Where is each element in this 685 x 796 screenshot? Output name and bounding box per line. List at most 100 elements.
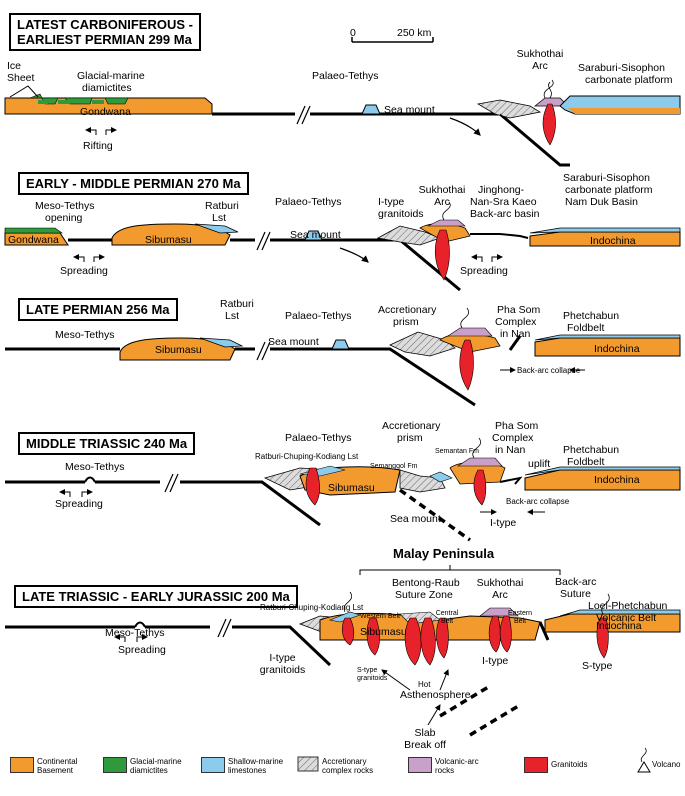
legend-label-continental-1: Continental — [37, 757, 78, 766]
panel-1-title-line-2: EARLIEST PERMIAN 299 Ma — [17, 32, 192, 47]
uplift-label: uplift — [528, 458, 551, 470]
panel-270-ma — [4, 201, 681, 292]
itype-left-label-b: granitoids — [259, 664, 306, 676]
palaeo-tethys-label-3: Palaeo-Tethys — [285, 310, 352, 322]
legend-label-volcanic-1: Volcanic-arc — [435, 757, 479, 766]
accretionary-label-3a: Accretionary — [378, 304, 437, 316]
glacial-label-2: diamictites — [82, 82, 132, 94]
palaeo-tethys-label-2: Palaeo-Tethys — [275, 196, 342, 208]
legend-label-continental-2: Basement — [37, 766, 74, 775]
legend-swatch-granitoids — [524, 757, 548, 773]
legend-label-shallow-1: Shallow-marine — [228, 757, 284, 766]
legend-accretionary: Accretionary complex rocks — [322, 757, 373, 775]
indochina-label-4: Indochina — [594, 474, 640, 486]
sibumasu-label-3: Sibumasu — [155, 344, 202, 356]
nam-duk-label: Nam Duk Basin — [565, 196, 638, 208]
phetchabun-label-4b: Foldbelt — [567, 456, 605, 468]
legend-volcano: Volcano — [652, 760, 680, 769]
phasom-label-3b: Complex — [495, 316, 537, 328]
sukhothai-label-2a: Sukhothai — [418, 184, 466, 196]
eastern-belt-label-a: Eastern — [507, 610, 533, 617]
meso-tethys-label-5: Meso-Tethys — [105, 627, 165, 639]
ratburi-label-3a: Ratburi — [220, 298, 254, 310]
ratburi-label-2a: Ratburi — [205, 200, 239, 212]
meso-tethys-label-3: Meso-Tethys — [55, 329, 115, 341]
legend-label-granitoids: Granitoids — [551, 760, 588, 769]
accretionary-label-4a: Accretionary — [382, 420, 441, 432]
glacial-label-1: Glacial-marine — [77, 70, 145, 82]
slab-label-a: Slab — [414, 727, 436, 739]
rifting-label: Rifting — [83, 140, 113, 152]
saraburi-label-1a: Saraburi-Sisophon — [578, 62, 665, 74]
jinghong-label-2a: Jinghong- — [478, 184, 525, 196]
meso-tethys-label-2a: Meso-Tethys — [35, 200, 95, 212]
spreading-right-label-2: Spreading — [460, 265, 508, 277]
panel-5-title: LATE TRIASSIC - EARLY JURASSIC 200 Ma — [14, 585, 298, 608]
panel-240-ma — [5, 437, 681, 542]
hot-asthenosphere-label-b: Asthenosphere — [400, 689, 471, 701]
meso-tethys-label-2b: opening — [45, 212, 83, 224]
ice-sheet-label-2: Sheet — [7, 72, 35, 84]
jinghong-label-2c: Back-arc basin — [470, 208, 540, 220]
slab-label-b: Break off — [404, 739, 446, 751]
saraburi-label-2a: Saraburi-Sisophon — [563, 172, 650, 184]
phasom-label-3a: Pha Som — [497, 304, 541, 316]
panel-1-title-line-1: LATEST CARBONIFEROUS - — [17, 17, 193, 32]
phetchabun-label-3b: Foldbelt — [567, 322, 605, 334]
spreading-label-5: Spreading — [118, 644, 166, 656]
ratburi-label-3b: Lst — [225, 310, 240, 322]
jinghong-label-2b: Nan-Sra Kaeo — [470, 196, 537, 208]
phetchabun-label-3a: Phetchabun — [563, 310, 620, 322]
scale-distance: 250 km — [397, 27, 432, 39]
legend-swatch-shallow — [201, 757, 225, 773]
phasom-label-4a: Pha Som — [495, 420, 539, 432]
itype-label-4: I-type — [490, 517, 517, 529]
sukhothai-label-1a: Sukhothai — [516, 48, 564, 60]
legend-label-glacial-2: diamictites — [130, 766, 168, 775]
itype-left-label-a: I-type — [269, 652, 296, 664]
meso-tethys-label-4: Meso-Tethys — [65, 461, 125, 473]
phasom-label-4b: Complex — [492, 432, 534, 444]
itype-label-2a: I-type — [378, 196, 405, 208]
legend-icons — [297, 747, 651, 773]
panel-4-title: MIDDLE TRIASSIC 240 Ma — [18, 432, 196, 455]
sibumasu-label-4: Sibumasu — [328, 482, 375, 494]
legend-swatch-volcanic — [408, 757, 432, 773]
itype-right-label: I-type — [482, 655, 509, 667]
legend-label-glacial-1: Glacial-marine — [130, 757, 182, 766]
legend-label-volcanic-2: rocks — [435, 766, 455, 775]
panel-200-ma — [5, 565, 681, 737]
spreading-label-4: Spreading — [55, 498, 103, 510]
backarc-suture-label-b: Suture — [560, 588, 591, 600]
legend-volcanic-arc: Volcanic-arc rocks — [408, 757, 479, 775]
loei-label-a: Loei-Phetchabun — [588, 600, 668, 612]
legend-continental-basement: Continental Basement — [10, 757, 77, 775]
ratburi-label-4: Ratburi-Chuping-Kodiang Lst — [255, 452, 359, 461]
sea-mount-label-3: Sea mount — [268, 336, 319, 348]
indochina-label-2: Indochina — [590, 235, 636, 247]
semantan-label: Semantan Fm — [435, 448, 479, 455]
sea-mount-label-1: Sea mount — [384, 104, 435, 116]
palaeo-tethys-label-4: Palaeo-Tethys — [285, 432, 352, 444]
scale-zero: 0 — [350, 27, 356, 39]
legend-shallow-marine: Shallow-marine limestones — [201, 757, 283, 775]
spreading-left-label-2: Spreading — [60, 265, 108, 277]
sibumasu-label-5: Sibumasu — [360, 626, 407, 638]
legend-label-accretionary-1: Accretionary — [322, 757, 367, 766]
sibumasu-label-2: Sibumasu — [145, 234, 192, 246]
indochina-label-3: Indochina — [594, 343, 640, 355]
legend-label-accretionary-2: complex rocks — [322, 766, 374, 775]
indochina-label-5: Indochina — [596, 620, 642, 632]
panel-1-title: LATEST CARBONIFEROUS - EARLIEST PERMIAN … — [9, 13, 201, 51]
stype-right-label: S-type — [582, 660, 613, 672]
saraburi-label-2b: carbonate platform — [565, 184, 653, 196]
accretionary-label-4b: prism — [397, 432, 423, 444]
central-belt-label-a: Central — [435, 610, 459, 617]
phetchabun-label-4a: Phetchabun — [563, 444, 620, 456]
bentong-label-b: Suture Zone — [395, 589, 453, 601]
panel-299-ma — [4, 79, 681, 167]
backarc-collapse-label-3: Back-arc collapse — [517, 366, 581, 375]
panel-2-title: EARLY - MIDDLE PERMIAN 270 Ma — [18, 172, 249, 195]
